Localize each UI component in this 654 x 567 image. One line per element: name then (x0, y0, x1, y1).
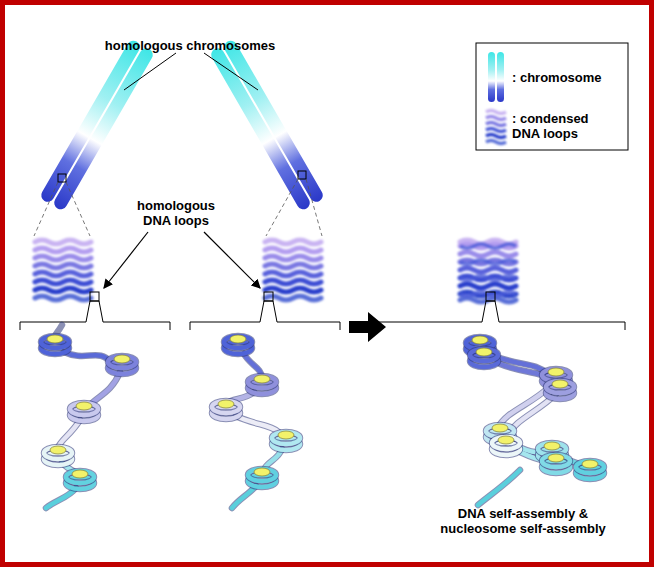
legend-text: : condensed DNA loops (512, 111, 612, 141)
figure-label: homologous DNA loops (129, 198, 224, 228)
caption-label: DNA self-assembly & nucleosome self-asse… (423, 506, 623, 536)
legend-text: : chromosome (512, 70, 622, 85)
figure-label: homologous chromosomes (90, 38, 290, 53)
